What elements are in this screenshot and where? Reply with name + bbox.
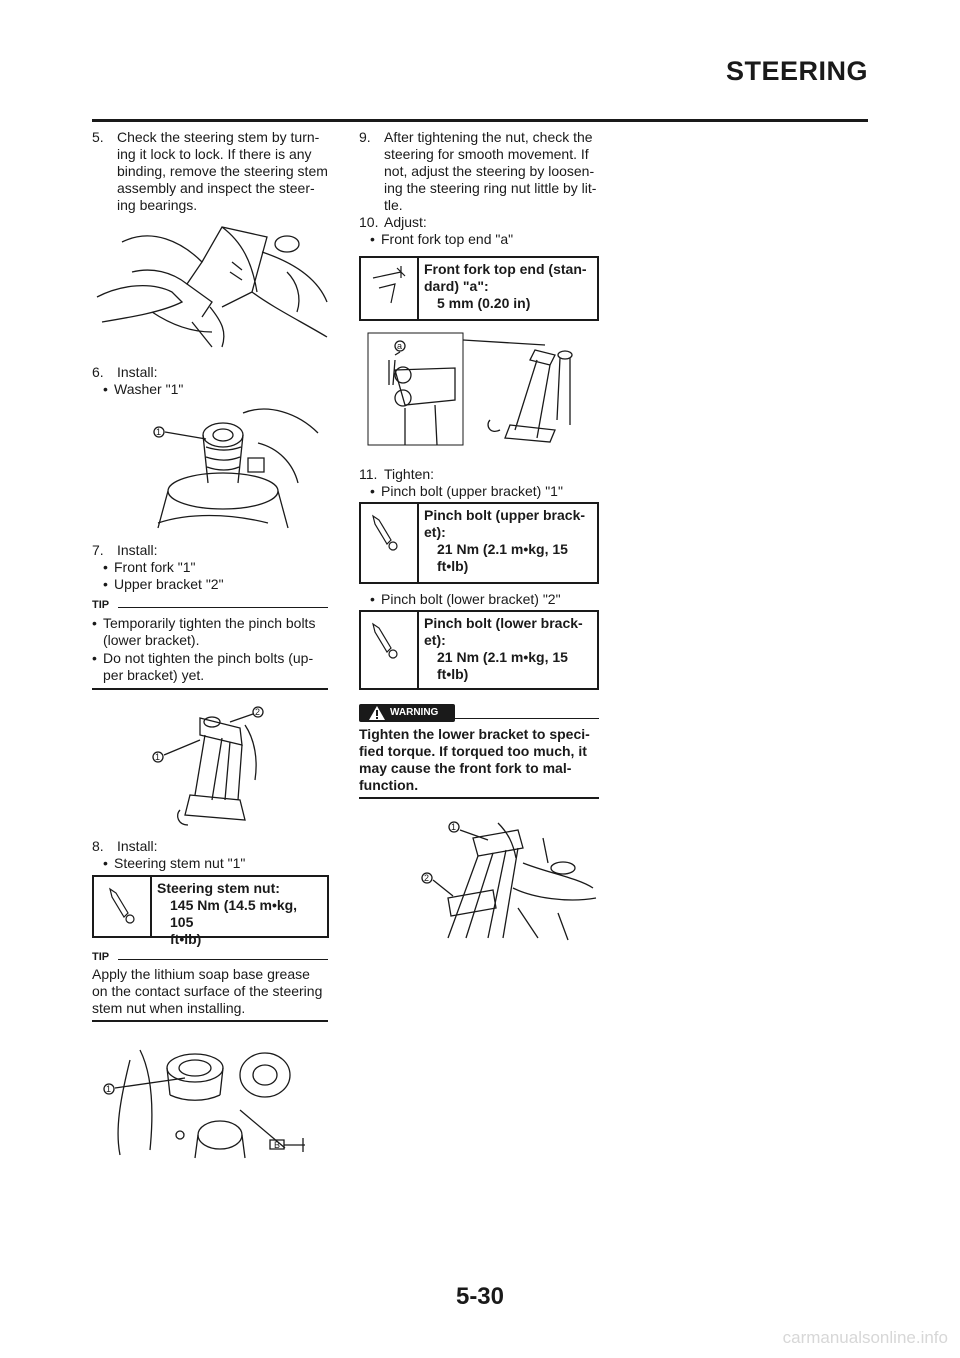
figure-steering-nut: 1 B	[100, 1040, 310, 1160]
tip-2-text: Apply the lithium soap base grease on th…	[92, 966, 323, 1016]
step-5: 5. Check the steering stem by turn- ing …	[92, 129, 328, 213]
step-number: 5.	[92, 129, 104, 145]
caliper-icon	[361, 258, 419, 319]
bullet-upper-bracket: Upper bracket "2"	[103, 576, 224, 593]
step-7: 7. Install:	[92, 542, 158, 558]
spec-fork-top-end: Front fork top end (stan- dard) "a": 5 m…	[359, 256, 599, 321]
bullet-pinch-lower: Pinch bolt (lower bracket) "2"	[370, 591, 561, 608]
step-8: 8. Install:	[92, 838, 158, 854]
callout-2: 2	[255, 707, 260, 717]
tip-item-2: Do not tighten the pinch bolts (up- per …	[92, 650, 328, 684]
spec-pinch-bolt-lower: Pinch bolt (lower brack- et): 21 Nm (2.1…	[359, 610, 599, 690]
callout-1: 1	[156, 427, 161, 437]
warning-badge: WARNING	[359, 704, 455, 722]
callout-b: B	[274, 1140, 280, 1150]
bullet-steering-nut: Steering stem nut "1"	[103, 855, 245, 872]
page-number: 5-30	[455, 1283, 505, 1310]
tip-end-rule	[92, 688, 328, 690]
callout-a: a	[397, 341, 402, 351]
torque-wrench-icon	[361, 504, 419, 582]
header-rule	[92, 119, 868, 122]
tip-heading-2: TIP	[92, 951, 328, 967]
spec-pinch-bolt-upper: Pinch bolt (upper brack- et): 21 Nm (2.1…	[359, 502, 599, 584]
warning-icon	[369, 706, 385, 720]
figure-fork-top-end: a	[365, 330, 597, 448]
step-10: 10. Adjust:	[359, 214, 427, 230]
spec-steering-stem-nut: Steering stem nut: 145 Nm (14.5 m•kg, 10…	[92, 875, 329, 947]
step-6: 6. Install:	[92, 364, 158, 380]
watermark: carmanualsonline.info	[782, 1328, 948, 1347]
tip-item-1: Temporarily tighten the pinch bolts (low…	[92, 615, 328, 649]
figure-steering-check	[92, 222, 332, 352]
torque-wrench-icon	[94, 877, 152, 936]
figure-front-fork: 2 1	[150, 700, 270, 828]
figure-pinch-bolts: 1 2	[418, 818, 598, 943]
tip-heading: TIP	[92, 599, 328, 615]
tip-2-end-rule	[92, 1020, 328, 1022]
page-title: STEERING	[725, 56, 868, 86]
step-9: 9. After tightening the nut, check the s…	[359, 129, 597, 213]
bullet-pinch-upper: Pinch bolt (upper bracket) "1"	[370, 483, 563, 500]
warning-end-rule	[359, 797, 599, 799]
callout-1: 1	[155, 752, 160, 762]
bullet-front-fork: Front fork "1"	[103, 559, 195, 576]
callout-2: 2	[424, 873, 429, 883]
step-11: 11. Tighten:	[359, 466, 435, 482]
warning-text: Tighten the lower bracket to speci- fied…	[359, 726, 590, 793]
bullet-fork-top-end: Front fork top end "a"	[370, 231, 513, 248]
figure-washer: 1	[148, 403, 328, 533]
callout-1: 1	[106, 1084, 111, 1094]
torque-wrench-icon	[361, 612, 419, 688]
callout-1: 1	[451, 822, 456, 832]
bullet-washer: Washer "1"	[103, 381, 183, 398]
